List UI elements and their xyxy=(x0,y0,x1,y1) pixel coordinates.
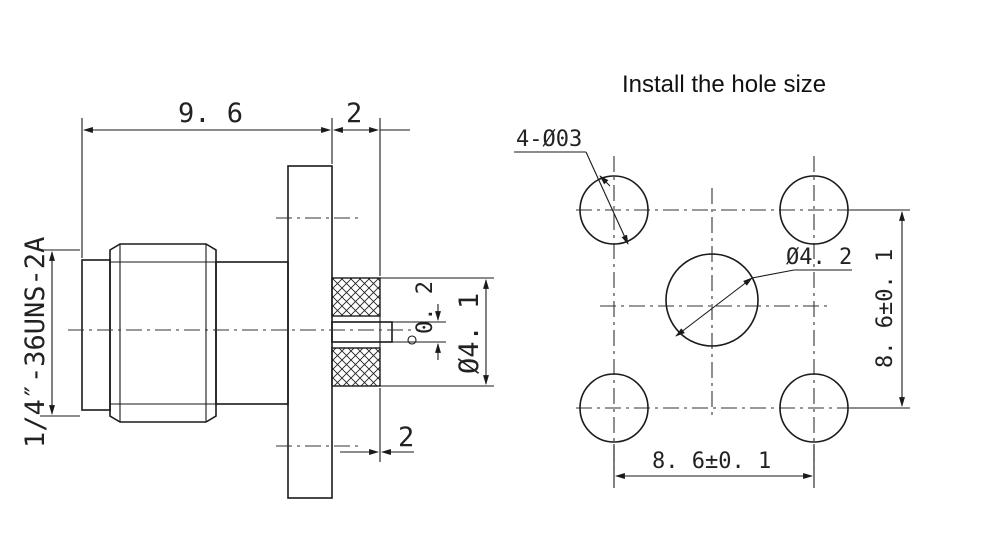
mount-hole-bl xyxy=(579,373,649,443)
dim-dielectric: Ø4. 1 xyxy=(454,293,485,374)
mount-hole-tr xyxy=(779,175,849,245)
side-view: 9. 6 2 1/4″-36UNS-2A 0. 2 Ø4. 1 2 xyxy=(20,98,494,499)
dim-horizontal: 8. 6±0. 1 xyxy=(652,449,771,474)
dim-length: 9. 6 xyxy=(178,98,243,129)
body-neck xyxy=(215,261,289,405)
hole-pattern-view: 4-Ø03 Ø4. 2 8. 6±0. 1 8. 6±0. 1 xyxy=(514,127,910,488)
mount-hole-tl xyxy=(579,175,649,245)
dim-holes: 4-Ø03 xyxy=(516,127,582,152)
mount-hole-br xyxy=(779,373,849,443)
center-pin xyxy=(331,321,393,343)
dim-vertical: 8. 6±0. 1 xyxy=(873,249,898,368)
dim-pin: 0. 2 xyxy=(413,281,438,334)
dim-flange: 2 xyxy=(346,98,362,129)
dielectric-top xyxy=(331,277,381,317)
center-hole xyxy=(665,253,759,347)
dielectric-bottom xyxy=(331,347,381,387)
flange xyxy=(287,165,333,499)
drawing-title: Install the hole size xyxy=(622,71,826,98)
dim-extension: 2 xyxy=(398,422,414,453)
hex-nut xyxy=(109,243,217,423)
thread-end xyxy=(81,259,111,411)
dim-thread: 1/4″-36UNS-2A xyxy=(20,237,51,448)
dim-center: Ø4. 2 xyxy=(786,245,852,270)
